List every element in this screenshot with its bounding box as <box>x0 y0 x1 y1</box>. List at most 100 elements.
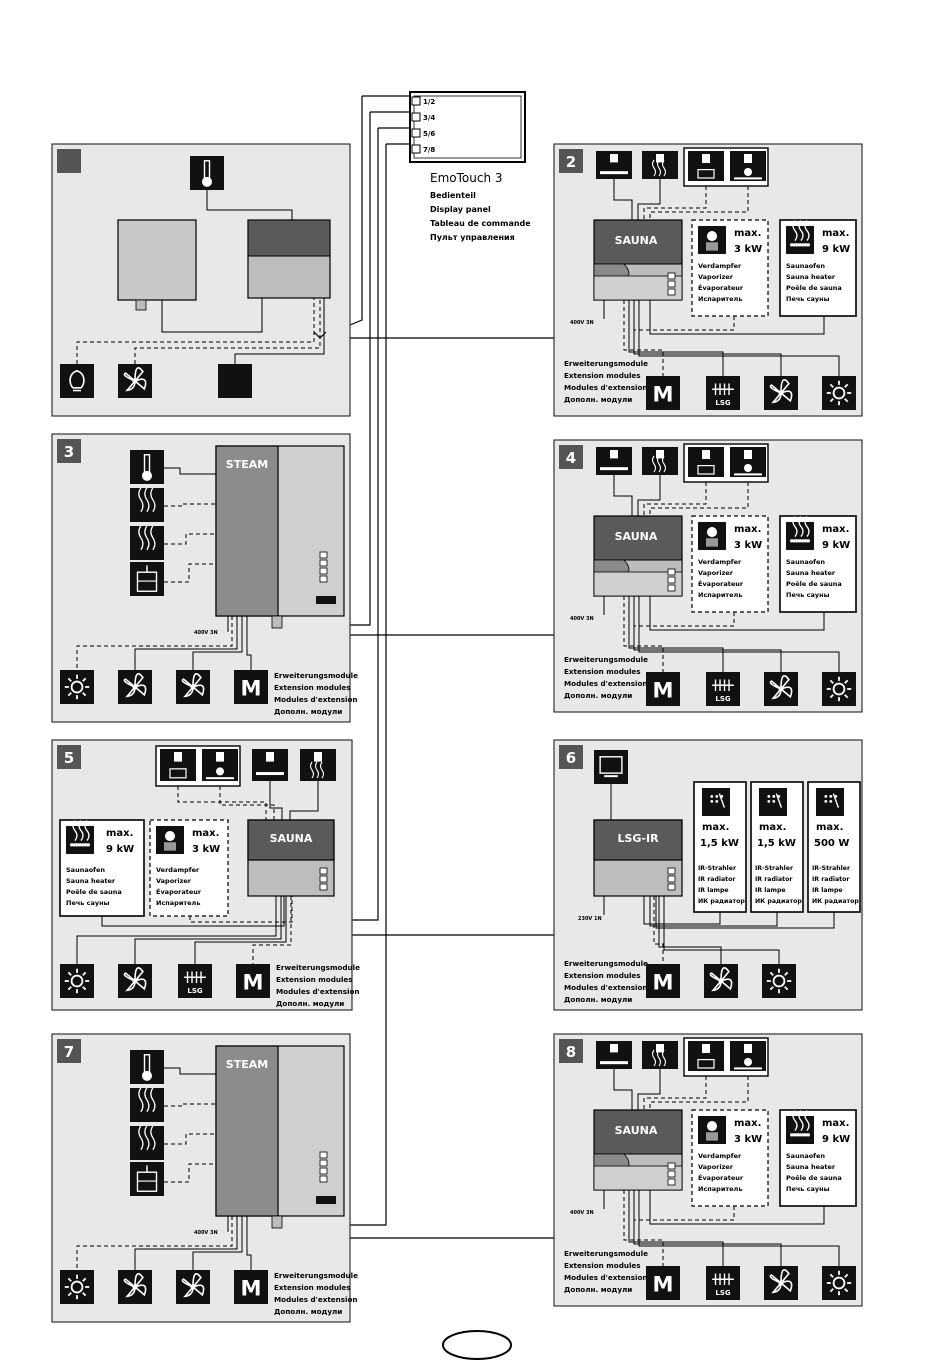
fan-blade <box>181 1278 194 1288</box>
heater-caption: Poêle de sauna <box>786 284 842 292</box>
glyph <box>206 777 234 780</box>
fan-blade <box>780 1269 790 1286</box>
ir-max: max. <box>759 822 786 833</box>
ir-dot <box>715 795 719 798</box>
vapor-icon <box>156 826 184 854</box>
ir-caption: IR-Strahler <box>698 865 737 872</box>
steamwave-icon <box>130 1087 164 1122</box>
ray <box>82 971 87 976</box>
vaporizer-caption: Испаритель <box>698 1185 742 1193</box>
extension-modules-text: Modules d'extension <box>274 695 358 704</box>
ir-caption: IR lampe <box>698 887 729 894</box>
sensor-wire <box>643 482 707 516</box>
output-wire <box>663 896 780 964</box>
sensor-wire <box>269 781 283 820</box>
fan-blade <box>191 684 205 697</box>
heater-caption: Saunaofen <box>66 866 105 874</box>
steam-wave <box>138 487 144 513</box>
icon-bg <box>234 1270 268 1304</box>
lsg-unit-top <box>593 819 683 861</box>
heat-wave <box>804 516 810 537</box>
heater-power: 9 kW <box>822 540 850 551</box>
heater-wire <box>101 896 285 927</box>
vaporizer-caption: Évaporateur <box>156 887 202 896</box>
bus-cable-1 <box>349 96 363 326</box>
light-icon <box>822 1266 856 1300</box>
heater-icon <box>786 220 814 254</box>
sensor-wire <box>164 563 216 583</box>
sensor-wire <box>613 1069 633 1110</box>
sensor-head <box>610 450 618 459</box>
thermo-bulb <box>202 176 212 187</box>
heater-caption: Печь сауны <box>786 295 830 303</box>
vaporizer-caption: Vaporizer <box>698 569 734 577</box>
glyph <box>600 1061 628 1065</box>
ray <box>82 986 87 991</box>
ir-dot <box>710 800 714 803</box>
steam-wave <box>144 487 150 513</box>
wave <box>656 1049 662 1067</box>
output-wire <box>633 596 782 672</box>
output-wire <box>628 300 724 376</box>
vapor-icon <box>698 226 726 254</box>
controller-port-label: 5/6 <box>423 130 435 138</box>
ray <box>844 679 849 684</box>
sensor-wire <box>649 482 749 516</box>
ir-dot <box>767 795 771 798</box>
extension-modules-text: Дополн. модули <box>564 691 632 700</box>
panel-number: 3 <box>64 443 74 461</box>
glyph <box>600 171 628 175</box>
sensor-head <box>744 1044 752 1053</box>
fan-blade <box>780 379 790 396</box>
module-icon: M <box>646 672 680 706</box>
sensor-head <box>216 752 224 762</box>
steam-unit-front <box>215 1045 279 1217</box>
ray <box>829 694 834 699</box>
bench-sensor-icon <box>596 447 632 475</box>
bench-sensor-icon <box>596 1041 632 1069</box>
controller-box <box>409 91 526 163</box>
fan-blade <box>134 367 144 384</box>
supply-label: 400V 3N <box>570 320 594 326</box>
bulb <box>832 682 846 696</box>
pot-sensor-icon <box>160 749 196 781</box>
sensor-head <box>610 1044 618 1053</box>
fan-hub <box>190 684 196 690</box>
extension-modules-text: Erweiterungsmodule <box>564 359 648 368</box>
heater-max: max. <box>822 228 849 239</box>
vaporizer-power: 3 kW <box>734 540 762 551</box>
terminal <box>319 567 328 575</box>
icon-bg <box>130 1126 164 1160</box>
vapor-cloud <box>164 831 176 842</box>
output-wire <box>633 300 782 376</box>
module-letter: M <box>241 1276 262 1301</box>
unit-label: SAUNA <box>615 234 658 247</box>
steamwave-icon <box>130 1125 164 1160</box>
ray <box>829 679 834 684</box>
bulb-shape <box>69 369 85 389</box>
sensor-wire <box>643 1076 707 1110</box>
sensor-wire <box>649 186 749 220</box>
output-wire <box>134 896 282 964</box>
fan-blade <box>192 673 202 690</box>
sensor-wire <box>613 179 633 220</box>
ray <box>67 692 72 697</box>
extension-modules-text: Дополн. модули <box>276 999 344 1008</box>
fan-icon <box>118 364 152 398</box>
fan-hub <box>132 684 138 690</box>
ir-caption: ИК радиатор <box>698 898 745 905</box>
output-wire <box>252 896 292 964</box>
panel-number: 8 <box>566 1043 576 1061</box>
heater-caption: Печь сауны <box>66 899 110 907</box>
ir-dot <box>824 795 828 798</box>
terminal <box>319 559 328 567</box>
heater-power: 9 kW <box>822 1134 850 1145</box>
glyph <box>600 467 628 471</box>
heater-power: 9 kW <box>822 244 850 255</box>
ir-dot <box>829 800 833 803</box>
heat-wave <box>804 220 810 241</box>
ir-ray <box>832 793 840 808</box>
ir-dot <box>772 800 776 803</box>
